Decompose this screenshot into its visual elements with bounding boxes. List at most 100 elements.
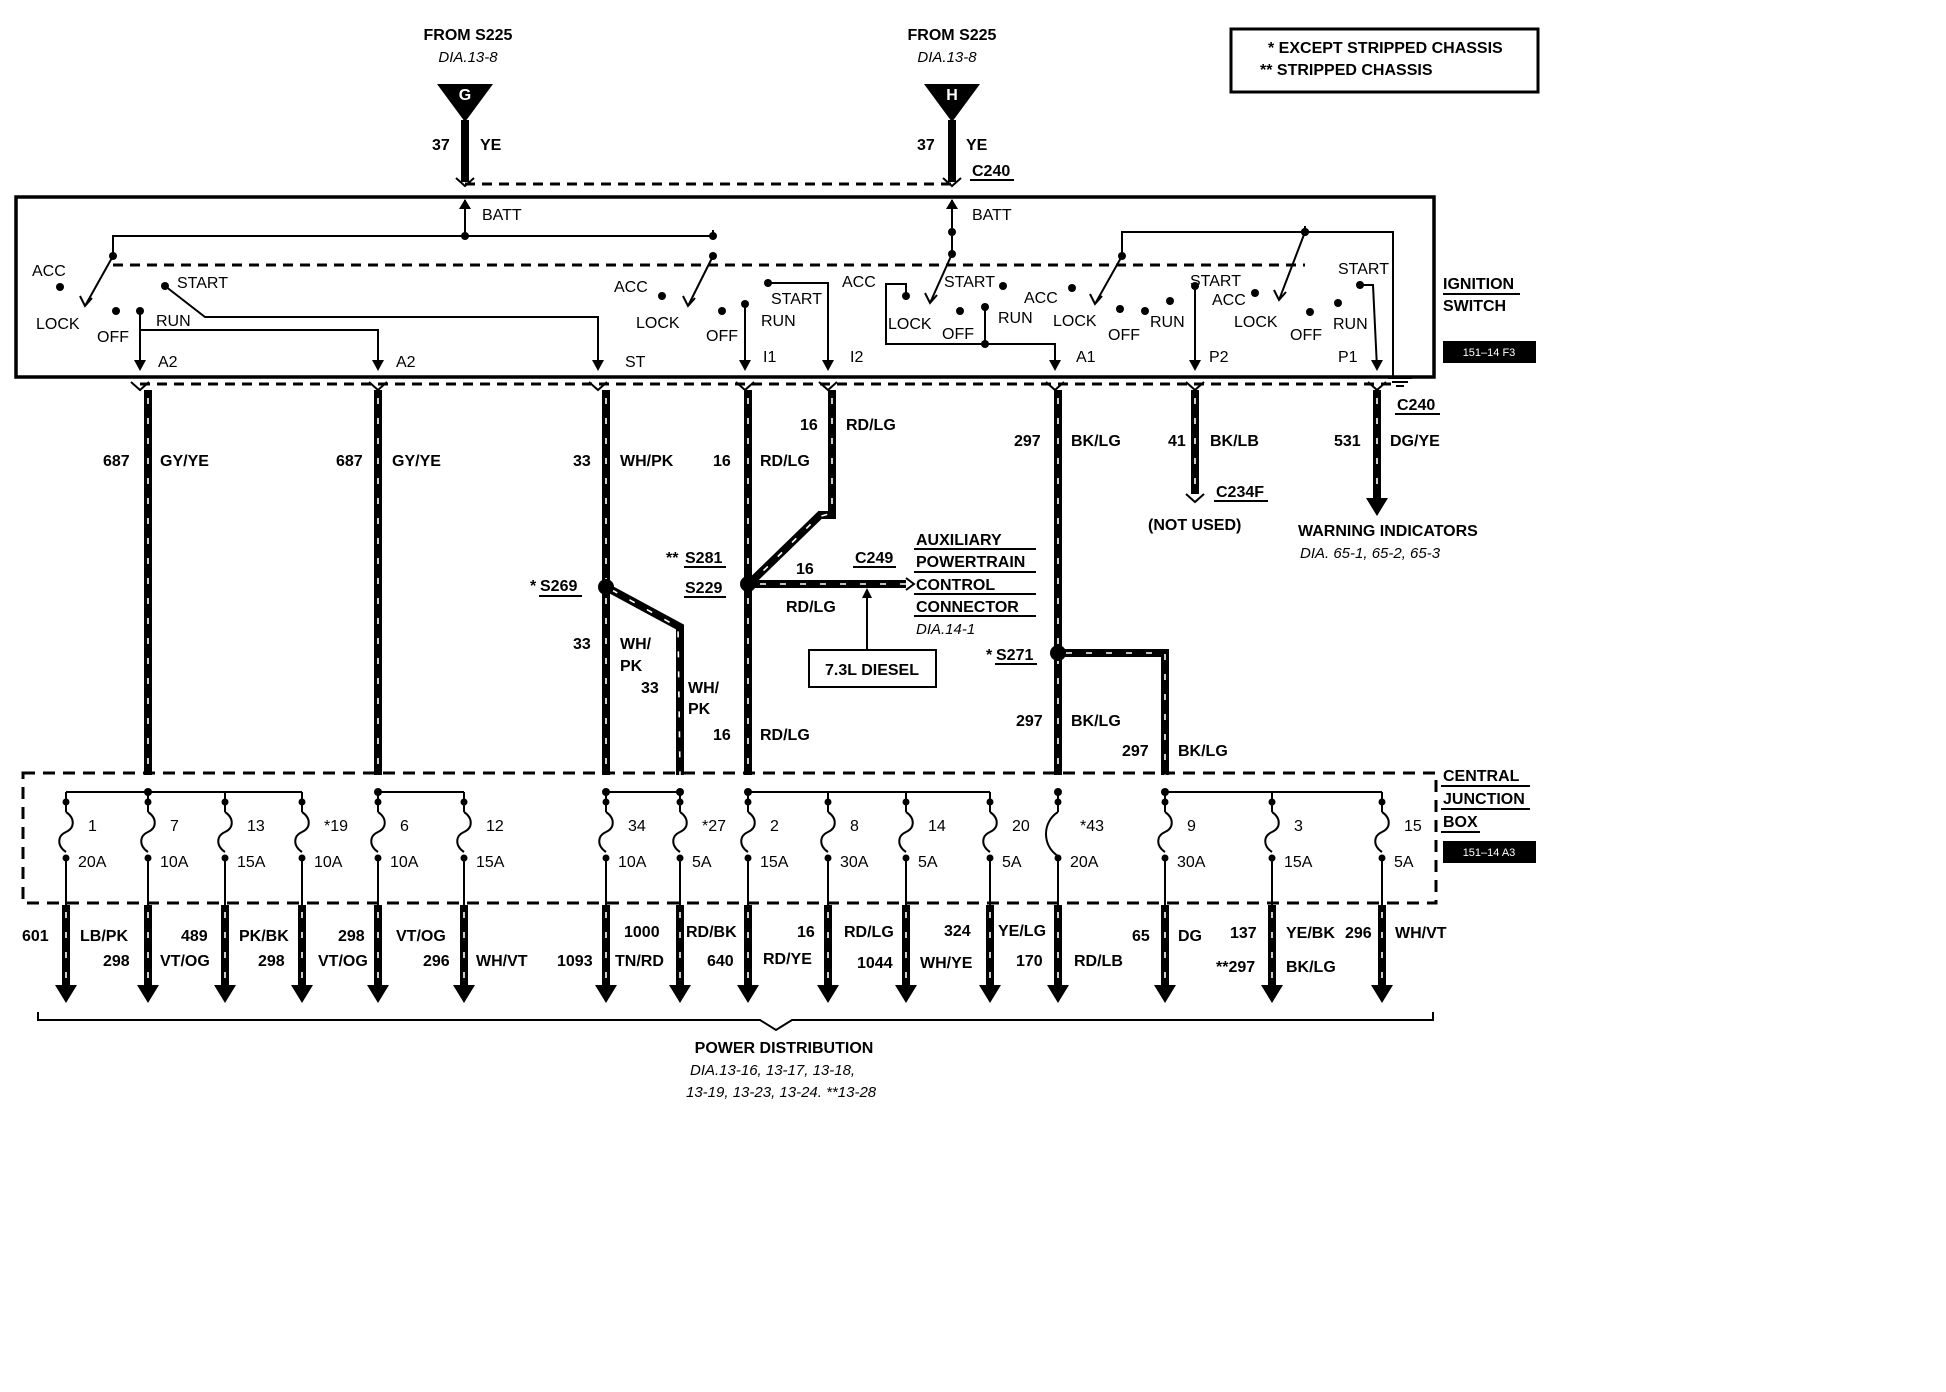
- out-tn-rd: TN/RD: [615, 953, 664, 970]
- bus-junction-dot: [144, 788, 152, 796]
- c240-mid-label: C240: [1397, 397, 1435, 414]
- fuse-number: 9: [1187, 818, 1196, 835]
- fuse-amperage: 15A: [760, 854, 789, 871]
- wire-687-1-circuit: 687: [103, 453, 130, 470]
- wire-16-i1-circuit: 16: [713, 453, 731, 470]
- out-297-stripped: **297: [1216, 959, 1255, 976]
- output-wire: [291, 905, 313, 1003]
- output-wire: [1154, 905, 1176, 1003]
- fuse-number: 13: [247, 818, 265, 835]
- wire-33-color: WH/PK: [620, 453, 674, 470]
- out-rd-bk: RD/BK: [686, 924, 737, 941]
- output-wire: [895, 905, 917, 1003]
- power-distribution-dia-2: 13-19, 13-23, 13-24. **13-28: [686, 1084, 877, 1101]
- out-rd-ye: RD/YE: [763, 951, 812, 968]
- bus-junction-dot: [1054, 788, 1062, 796]
- out-65: 65: [1132, 928, 1150, 945]
- output-wire: [1261, 905, 1283, 1003]
- wire-687-2-circuit: 687: [336, 453, 363, 470]
- ignition-switch-title-1: IGNITION: [1443, 276, 1514, 293]
- out-298-a: 298: [103, 953, 130, 970]
- svg-text:151–14 F3: 151–14 F3: [1463, 347, 1516, 359]
- fuse-amperage: 10A: [160, 854, 189, 871]
- diesel-label: 7.3L DIESEL: [825, 662, 919, 679]
- svg-text:ACC: ACC: [614, 279, 648, 296]
- fuse-number: 14: [928, 818, 946, 835]
- fuse-amperage: 5A: [1002, 854, 1022, 871]
- out-wh-ye: WH/YE: [920, 955, 973, 972]
- fuse-7: 7 10A: [140, 792, 189, 905]
- output-wire: [737, 905, 759, 1003]
- wire-687-1-color: GY/YE: [160, 453, 209, 470]
- terminal-p2: P2: [1209, 349, 1229, 366]
- power-distribution-brace: [37, 1012, 1434, 1032]
- out-vt-og-b: VT/OG: [318, 953, 368, 970]
- s229-label: S229: [685, 580, 722, 597]
- bus-junction-dot: [374, 788, 382, 796]
- svg-text:LOCK: LOCK: [888, 316, 932, 333]
- batt-left-label: BATT: [482, 207, 522, 224]
- switch-wafer-3: ACC LOCK OFF RUN START: [842, 250, 1056, 368]
- c249-dia: DIA.14-1: [916, 621, 975, 638]
- terminal-p1: P1: [1338, 349, 1358, 366]
- out-296-a: 296: [423, 953, 450, 970]
- out-1093: 1093: [557, 953, 593, 970]
- svg-text:151–14 A3: 151–14 A3: [1463, 847, 1516, 859]
- wire-33-a-color-1: WH/: [620, 636, 652, 653]
- output-wire: [367, 905, 389, 1003]
- fuse-amperage: 10A: [314, 854, 343, 871]
- cjb-fuses: 120A710A1315A*1910A610A1215A3410A*275A21…: [58, 788, 1422, 905]
- svg-text:START: START: [771, 291, 822, 308]
- wire-33-a-color-2: PK: [620, 658, 643, 675]
- out-rd-lg: RD/LG: [844, 924, 894, 941]
- wire-33-a-circuit: 33: [573, 636, 591, 653]
- output-wire: [137, 905, 159, 1003]
- svg-text:ACC: ACC: [1212, 292, 1246, 309]
- svg-text:START: START: [1190, 273, 1241, 290]
- c240-top-label: C240: [972, 163, 1010, 180]
- wire-37-right-circuit: 37: [917, 137, 935, 154]
- warning-dia: DIA. 65-1, 65-2, 65-3: [1300, 545, 1441, 562]
- wire-37-right-color: YE: [966, 137, 988, 154]
- fuse-number: 6: [400, 818, 409, 835]
- s281-label: S281: [685, 550, 722, 567]
- power-distribution-dia-1: DIA.13-16, 13-17, 13-18,: [690, 1062, 855, 1079]
- out-1044: 1044: [857, 955, 893, 972]
- out-489: 489: [181, 928, 208, 945]
- fuse-number: 3: [1294, 818, 1303, 835]
- cjb-title-3: BOX: [1443, 814, 1478, 831]
- wire-33-b-color-2: PK: [688, 701, 711, 718]
- svg-text:ACC: ACC: [842, 274, 876, 291]
- wire-37-left-color: YE: [480, 137, 502, 154]
- bus-junction-dot: [744, 788, 752, 796]
- wire-297-lower-b-color: BK/LG: [1178, 743, 1228, 760]
- out-pk-bk: PK/BK: [239, 928, 289, 945]
- out-324: 324: [944, 923, 971, 940]
- svg-text:OFF: OFF: [1108, 327, 1140, 344]
- source-right-letter: H: [946, 87, 958, 104]
- terminal-a1: A1: [1076, 349, 1096, 366]
- fuse-number: 7: [170, 818, 179, 835]
- wire-41-color: BK/LB: [1210, 433, 1259, 450]
- out-16: 16: [797, 924, 815, 941]
- diesel-box: [808, 649, 937, 688]
- fuse-amperage: 15A: [476, 854, 505, 871]
- output-wire: [669, 905, 691, 1003]
- s271-label: S271: [996, 647, 1033, 664]
- svg-text:START: START: [177, 275, 228, 292]
- out-bk-lg: BK/LG: [1286, 959, 1336, 976]
- bus-junction-dot: [602, 788, 610, 796]
- c234f-note: (NOT USED): [1148, 517, 1241, 534]
- fuse-number: *19: [324, 818, 348, 835]
- output-wire: [817, 905, 839, 1003]
- switch-wafer-1: ACC LOCK OFF RUN START: [32, 252, 599, 368]
- s281-mark: **: [666, 550, 679, 567]
- legend-line2: ** STRIPPED CHASSIS: [1260, 62, 1433, 79]
- wire-531-circuit: 531: [1334, 433, 1361, 450]
